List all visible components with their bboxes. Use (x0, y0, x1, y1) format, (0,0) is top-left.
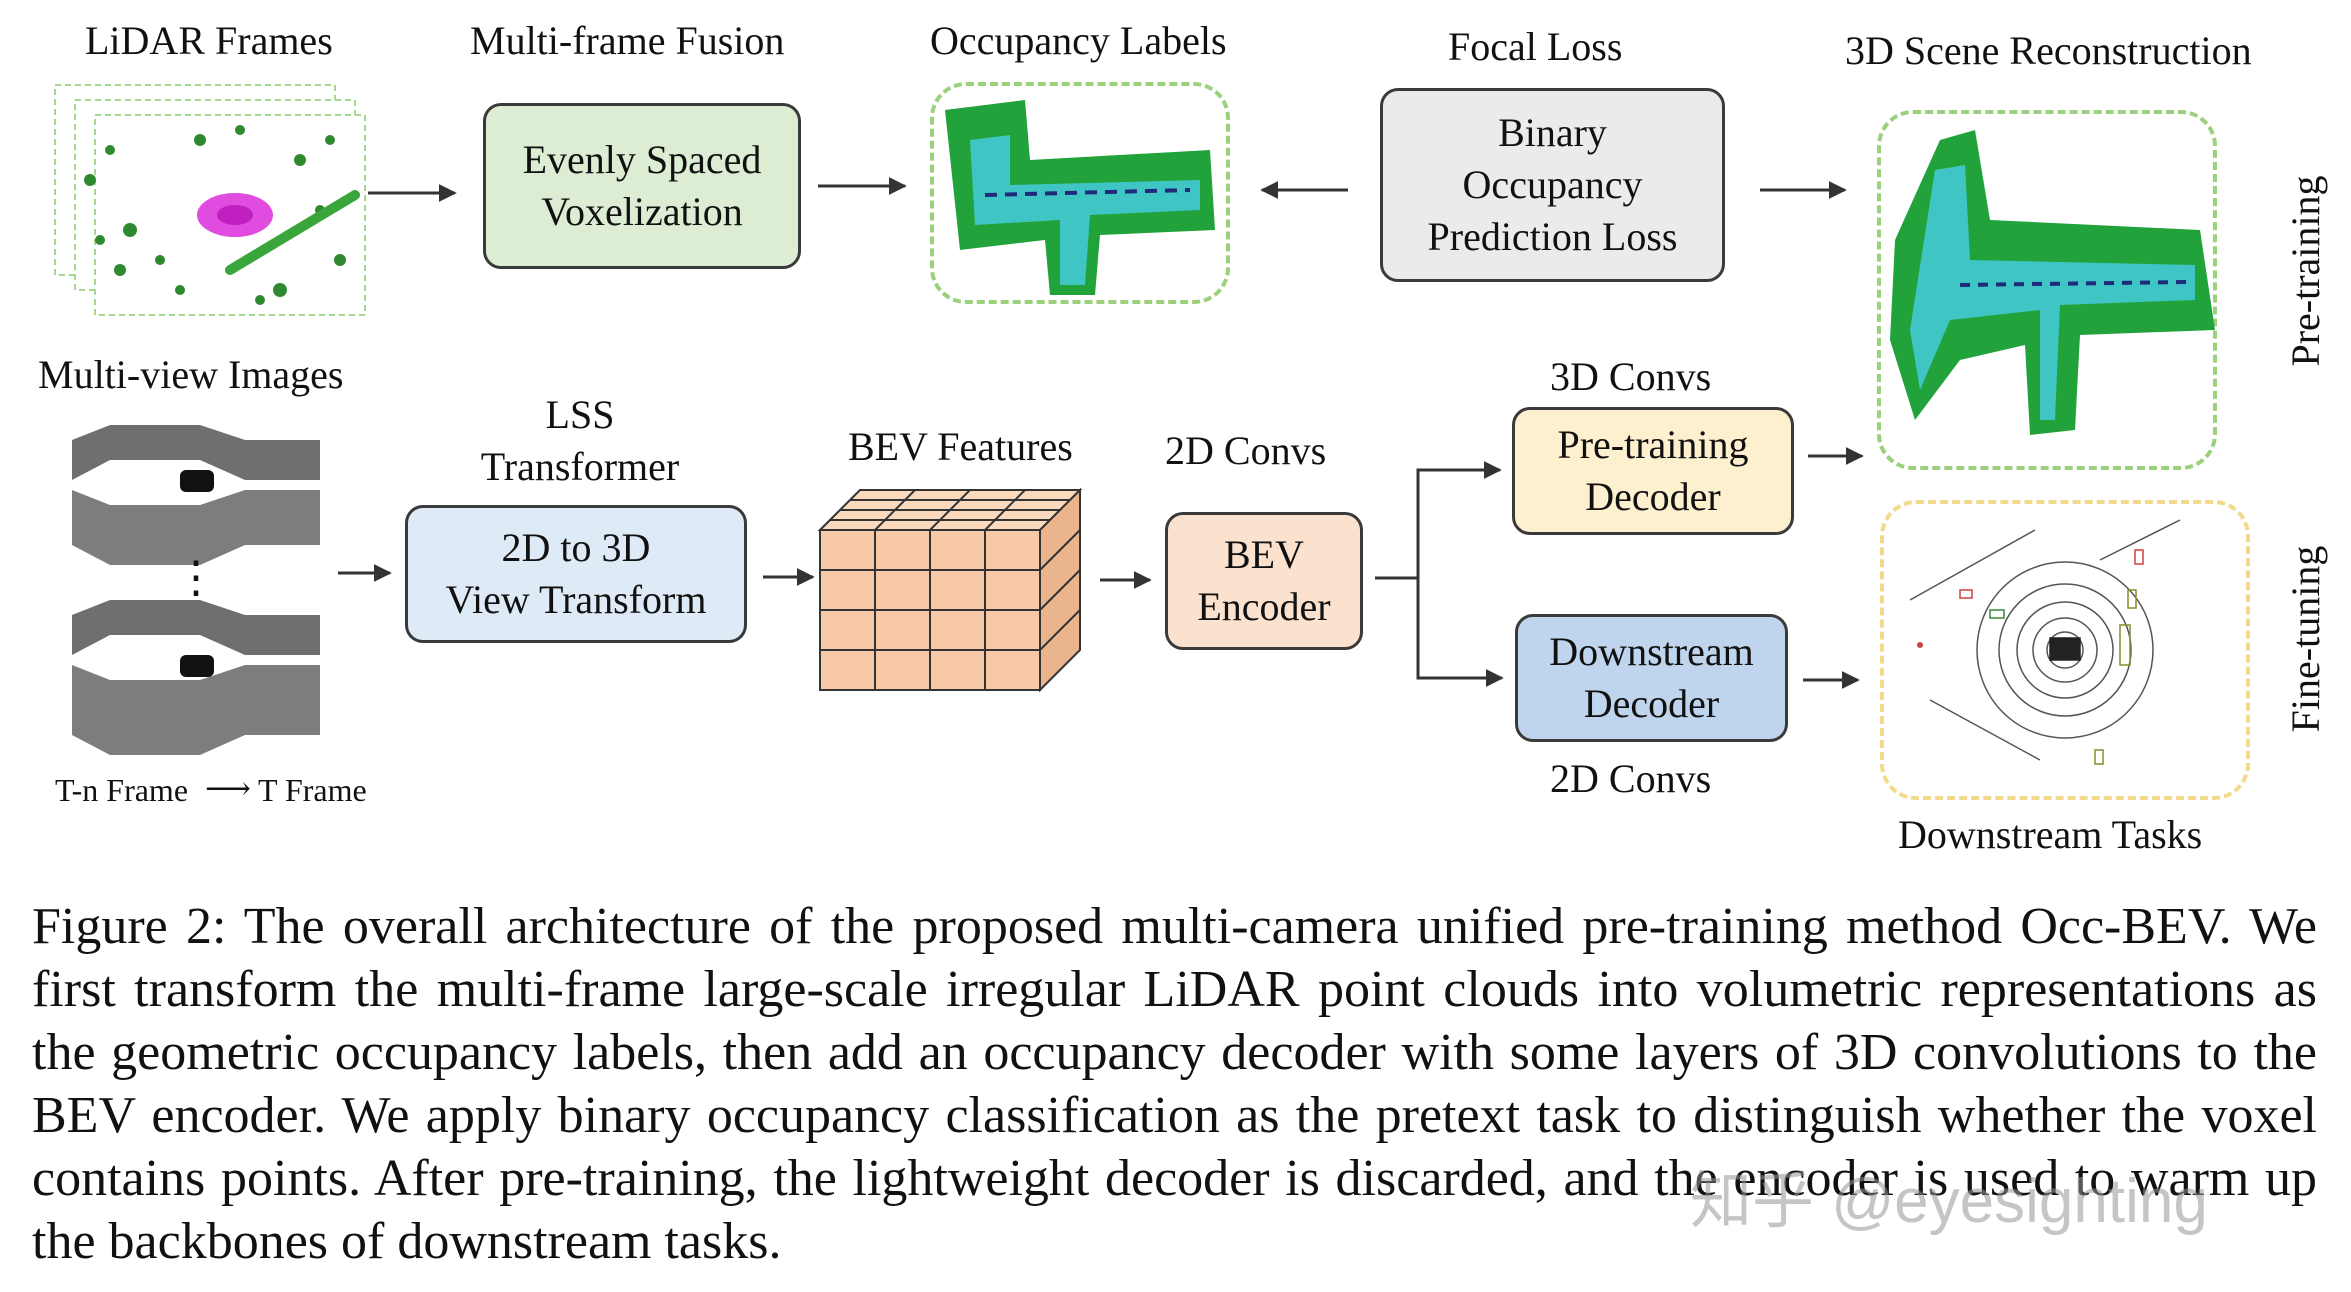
flow-arrows (338, 177, 1864, 689)
lss-label: LSS Transformer (470, 392, 690, 490)
ellipsis-mark: ⋮ (174, 553, 218, 602)
watermark: 知乎 @eyesighting (1690, 1167, 2208, 1236)
downstream-tasks-image (1909, 519, 2181, 765)
view-transform-box-line1: 2D to 3D (501, 525, 651, 570)
frame-start-label: T-n Frame (55, 772, 189, 808)
convs-3d-label: 3D Convs (1550, 354, 1712, 399)
lss-label-line1: LSS (545, 392, 615, 437)
lidar-frames-label: LiDAR Frames (85, 18, 333, 63)
pretrain-decoder-box-line1: Pre-training (1557, 422, 1749, 467)
bev-encoder-box-line1: BEV (1224, 532, 1304, 577)
downstream-decoder-box-line2: Decoder (1583, 681, 1720, 726)
occupancy-labels-frame (930, 82, 1230, 304)
downstream-decoder-box-line1: Downstream (1549, 629, 1754, 674)
frame-end-label: T Frame (258, 772, 367, 808)
multi-frame-fusion-label: Multi-frame Fusion (470, 18, 785, 63)
pretrain-decoder-box-line2: Decoder (1585, 474, 1721, 519)
convs-2d-top-label: 2D Convs (1165, 428, 1327, 473)
downstream-decoder-box: Downstream Decoder (1515, 614, 1788, 742)
focal-loss-label: Focal Loss (1448, 24, 1623, 69)
multi-view-images-bottom (72, 600, 320, 755)
bev-encoder-box-line2: Encoder (1197, 584, 1331, 629)
voxelization-box-line1: Evenly Spaced (522, 137, 762, 182)
figure-caption-text: Figure 2: The overall architecture of th… (32, 898, 2317, 1270)
diagram-graphics: ⋮ (54, 84, 2215, 765)
occupancy-labels-image (945, 100, 1215, 295)
bev-features-label: BEV Features (848, 424, 1073, 469)
scene-reconstruction-frame (1877, 110, 2217, 470)
loss-box-line1: Binary (1498, 110, 1607, 155)
downstream-tasks-label: Downstream Tasks (1898, 812, 2203, 857)
multi-view-images-top (72, 425, 320, 565)
scene-reconstruction-label: 3D Scene Reconstruction (1845, 28, 2252, 73)
multi-view-images-label: Multi-view Images (38, 352, 344, 397)
lidar-frames-image (54, 84, 366, 316)
view-transform-box: 2D to 3D View Transform (405, 505, 747, 643)
bev-features-cube (817, 487, 1083, 693)
loss-box-line3: Prediction Loss (1427, 214, 1678, 259)
convs-2d-bottom-label: 2D Convs (1550, 756, 1712, 801)
figure-caption: Figure 2: The overall architecture of th… (32, 895, 2317, 1273)
occupancy-labels-label: Occupancy Labels (930, 18, 1227, 63)
lss-label-line2: Transformer (480, 444, 680, 489)
bev-encoder-box: BEV Encoder (1165, 512, 1363, 650)
downstream-tasks-frame (1880, 500, 2250, 800)
scene-reconstruction-image (1890, 130, 2215, 435)
loss-box-line2: Occupancy (1462, 162, 1643, 207)
voxelization-box-line2: Voxelization (541, 189, 743, 234)
voxelization-box: Evenly Spaced Voxelization (483, 103, 801, 269)
view-transform-box-line2: View Transform (445, 577, 707, 622)
pretrain-decoder-box: Pre-training Decoder (1512, 407, 1794, 535)
loss-box: Binary Occupancy Prediction Loss (1380, 88, 1725, 282)
frame-arrow: ⟶ (205, 770, 251, 806)
